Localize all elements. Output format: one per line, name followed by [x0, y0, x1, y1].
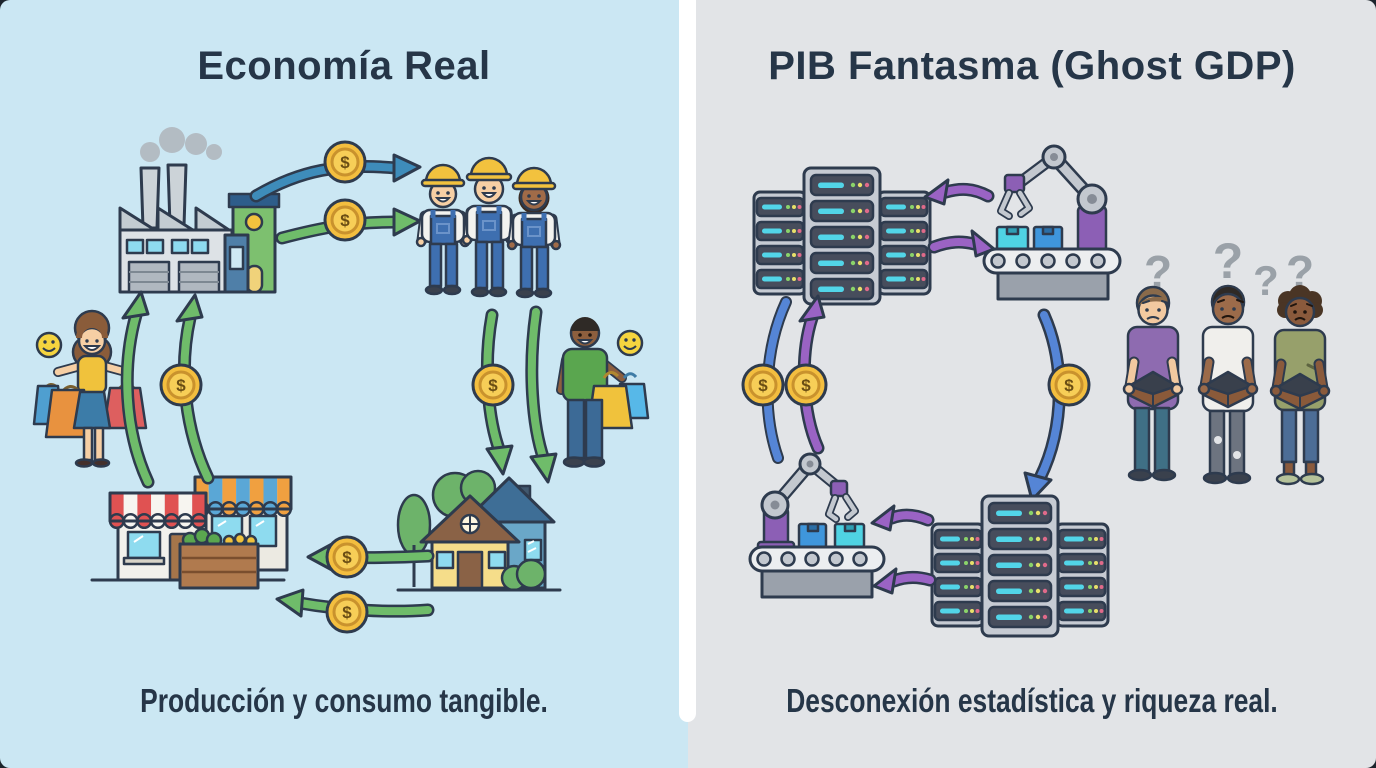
right-panel-caption: Desconexión estadística y riqueza real. [786, 682, 1278, 719]
panel-divider [679, 0, 696, 722]
shopper-man-icon [556, 317, 650, 468]
left-panel-title: Economía Real [197, 44, 491, 88]
sad-person-icon [1269, 285, 1331, 486]
data-arrow-robot-to-server [923, 178, 995, 206]
money-arrow-factory-to-workers-teal [249, 153, 422, 203]
factory-icon [118, 127, 281, 294]
dollar-coin-icon [471, 363, 515, 407]
box-icon [995, 225, 1064, 252]
sad-person-icon [1197, 284, 1259, 485]
house-icon [396, 469, 562, 592]
dollar-coin-icon [1047, 363, 1091, 407]
question-mark-icon: ? [1213, 233, 1244, 289]
left-scene: $ [32, 127, 650, 634]
dollar-coin-icon [323, 198, 367, 242]
robot-arm-icon [997, 144, 1108, 254]
panel-economia-real: $ [0, 0, 688, 768]
right-panel-title: PIB Fantasma (Ghost GDP) [768, 44, 1296, 88]
awning-icon [108, 491, 208, 530]
panel-pib-fantasma: ? ? ? ? [688, 0, 1376, 768]
conveyor-belt-icon [748, 522, 886, 599]
dollar-coin-icon [741, 363, 785, 407]
server-rack-icon [930, 494, 1110, 638]
left-panel-caption: Producción y consumo tangible. [140, 682, 548, 719]
dollar-coin-icon [325, 590, 369, 634]
produce-crate-icon [178, 527, 260, 590]
market-stall-icon [90, 475, 293, 590]
smiley-icon [35, 331, 63, 359]
smiley-icon [616, 329, 644, 357]
dollar-coin-icon [784, 363, 828, 407]
sad-people-icon [1122, 284, 1331, 486]
worker-icon [506, 166, 562, 299]
dollar-coin-icon [323, 140, 367, 184]
server-rack-icon [752, 166, 932, 306]
data-arrow-server-to-conveyor [927, 229, 996, 258]
box-icon [797, 522, 866, 549]
worker-icon [461, 156, 517, 298]
dollar-coin-icon [159, 363, 203, 407]
shopping-bag-icon [586, 371, 650, 430]
workers-icon [415, 156, 562, 299]
right-scene: ? ? ? ? [741, 144, 1331, 638]
money-arrow-conveyor-to-server [1023, 308, 1066, 502]
data-arrow-server-to-robot [870, 504, 937, 595]
dollar-coin-icon [325, 535, 369, 579]
sad-person-icon [1122, 285, 1184, 482]
worker-icon [415, 163, 471, 296]
question-mark-icon: ? [1253, 257, 1279, 304]
conveyor-belt-icon [982, 225, 1122, 301]
smoke-icon [140, 127, 222, 162]
